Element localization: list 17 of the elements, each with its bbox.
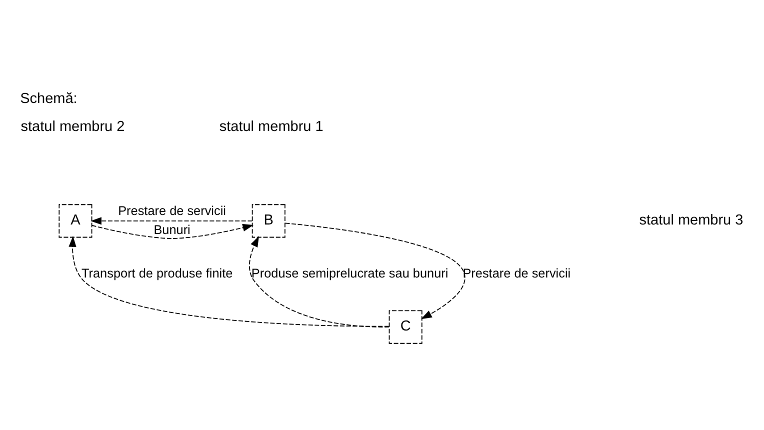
arrow bbox=[91, 223, 254, 238]
edge-label: Produse semiprelucrate sau bunuri bbox=[251, 266, 448, 280]
edge-label: Transport de produse finite bbox=[82, 266, 233, 280]
label: statul membru 3 bbox=[639, 212, 744, 228]
node-box: C bbox=[388, 310, 422, 344]
node-box: A bbox=[58, 204, 92, 238]
node-box: B bbox=[252, 204, 286, 238]
edge-label: Prestare de servicii bbox=[118, 203, 226, 218]
arrow bbox=[284, 222, 466, 319]
label: statul membru 1 bbox=[219, 118, 324, 134]
label: statul membru 2 bbox=[20, 118, 125, 134]
diagram-title: Schemă: bbox=[20, 90, 78, 106]
arrow bbox=[90, 216, 253, 224]
arrow bbox=[249, 236, 390, 327]
edge-label: Bunuri bbox=[154, 222, 190, 236]
edge-label: Prestare de servicii bbox=[462, 266, 571, 280]
arrow bbox=[68, 236, 390, 326]
